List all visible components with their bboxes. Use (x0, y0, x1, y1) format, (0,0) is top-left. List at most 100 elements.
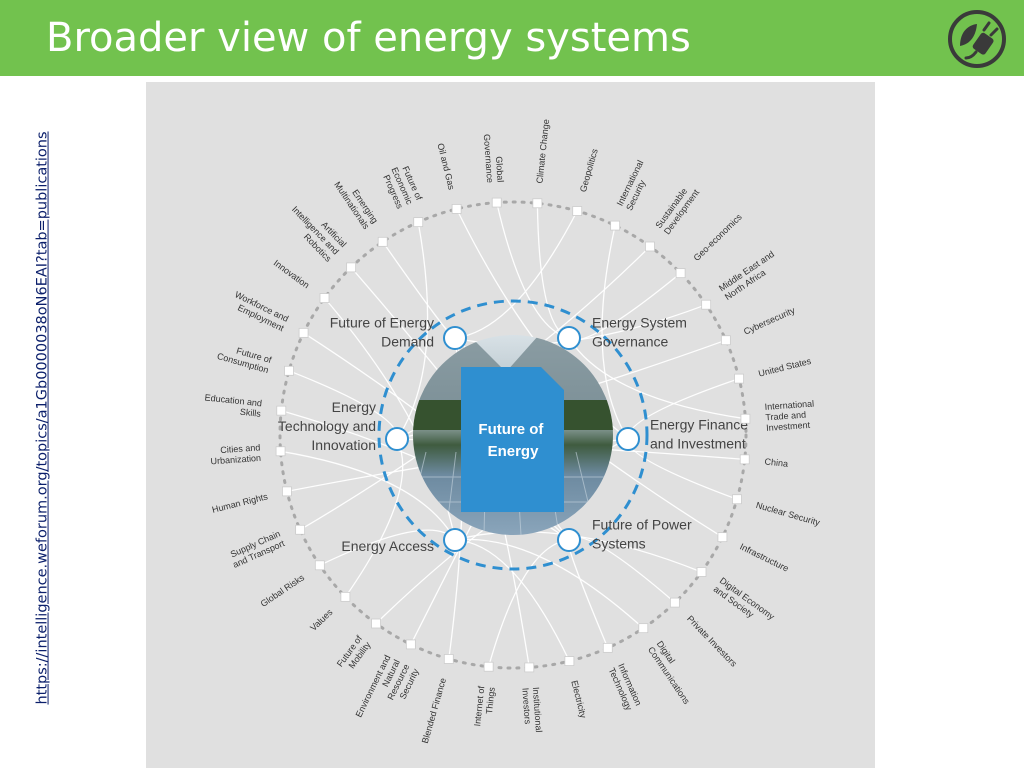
topic-node[interactable] (405, 639, 416, 650)
svg-text:Internet ofThings: Internet ofThings (472, 685, 497, 728)
plug-leaf-icon (948, 10, 1006, 68)
topic-node[interactable] (524, 662, 535, 673)
svg-text:Private Investors: Private Investors (685, 614, 739, 670)
source-link-container: https://intelligence.weforum.org/topics/… (29, 88, 57, 748)
topic-node[interactable] (275, 446, 286, 457)
topic-label: Geo-economics (692, 212, 745, 263)
connection-line (601, 225, 629, 440)
topic-node[interactable] (740, 413, 751, 424)
topic-node[interactable] (483, 661, 494, 672)
svg-text:Blended Finance: Blended Finance (420, 677, 448, 745)
topic-node[interactable] (696, 567, 707, 577)
topic-label: EmergingMultinationals (332, 174, 380, 232)
topic-label: Infrastructure (738, 541, 790, 573)
topic-node[interactable] (701, 299, 712, 310)
svg-text:Middle East andNorth Africa: Middle East andNorth Africa (717, 249, 782, 302)
connection-line (568, 337, 746, 420)
topic-node[interactable] (739, 454, 750, 465)
hub-node-demand[interactable] (443, 326, 467, 350)
topic-label: Future ofConsumption (216, 346, 273, 376)
svg-text:China: China (764, 456, 788, 468)
topic-node[interactable] (371, 618, 381, 629)
connection-line (396, 221, 429, 440)
svg-text:Electricity: Electricity (569, 679, 588, 719)
svg-text:Infrastructure: Infrastructure (738, 541, 790, 573)
hub-node-access[interactable] (443, 528, 467, 552)
topic-label: Nuclear Security (755, 500, 822, 528)
topic-node[interactable] (720, 335, 731, 346)
topic-node[interactable] (346, 262, 357, 273)
topic-node[interactable] (645, 241, 655, 252)
topic-node[interactable] (532, 198, 543, 209)
svg-text:InformationTechnology: InformationTechnology (607, 662, 644, 712)
svg-text:Human Rights: Human Rights (211, 491, 269, 515)
topic-node[interactable] (319, 293, 330, 303)
hub-node-finance[interactable] (616, 427, 640, 451)
svg-text:Future ofEconomicProgress: Future ofEconomicProgress (380, 161, 425, 210)
topic-node[interactable] (717, 532, 728, 543)
topic-label: Global Risks (259, 572, 307, 609)
topic-node[interactable] (602, 642, 613, 653)
svg-text:ArtificialIntelligence andRobo: ArtificialIntelligence andRobotics (282, 197, 348, 264)
hub-node-power[interactable] (557, 528, 581, 552)
topic-node[interactable] (610, 220, 621, 231)
svg-text:InternationalSecurity: InternationalSecurity (615, 159, 655, 213)
topic-label: InternationalSecurity (615, 159, 655, 213)
topic-node[interactable] (669, 597, 680, 608)
topic-label: Internet ofThings (472, 685, 497, 728)
topic-node[interactable] (675, 268, 686, 279)
topic-label: ArtificialIntelligence andRobotics (282, 197, 349, 264)
topic-node[interactable] (298, 327, 309, 338)
topic-label: United States (757, 356, 812, 379)
topic-node[interactable] (443, 654, 454, 664)
svg-text:Workforce andEmployment: Workforce andEmployment (229, 289, 291, 333)
source-link[interactable]: https://intelligence.weforum.org/topics/… (35, 131, 52, 705)
svg-text:Oil and Gas: Oil and Gas (435, 142, 456, 191)
topic-label: Education andSkills (203, 392, 263, 418)
svg-text:Geopolitics: Geopolitics (578, 147, 600, 193)
topic-label: Environment andNaturalResourceSecurity (354, 653, 421, 719)
svg-text:InstitutionalInvestors: InstitutionalInvestors (520, 687, 544, 734)
svg-text:Global Risks: Global Risks (259, 572, 307, 609)
topic-label: Climate Change (534, 119, 551, 184)
topic-node[interactable] (572, 206, 583, 216)
topic-node[interactable] (734, 373, 744, 384)
topic-node[interactable] (491, 197, 502, 208)
topic-label: Electricity (569, 679, 588, 719)
topic-node[interactable] (451, 204, 462, 214)
topic-node[interactable] (413, 217, 424, 228)
topic-node[interactable] (284, 365, 294, 376)
hub-node-technology[interactable] (385, 427, 409, 451)
topic-node[interactable] (377, 236, 388, 247)
topic-node[interactable] (276, 405, 287, 416)
hub-node-governance[interactable] (557, 326, 581, 350)
topic-label: Middle East andNorth Africa (717, 249, 782, 302)
svg-text:Cities andUrbanization: Cities andUrbanization (209, 442, 261, 466)
topic-node[interactable] (732, 494, 742, 505)
topic-label: Future ofMobility (335, 633, 373, 670)
header-bar: Broader view of energy systems (0, 0, 1024, 76)
connection-line (454, 210, 578, 339)
topic-node[interactable] (564, 656, 575, 666)
svg-text:GlobalGovernance: GlobalGovernance (482, 133, 506, 183)
topic-node[interactable] (282, 486, 292, 497)
topic-label: Oil and Gas (435, 142, 456, 191)
topic-node[interactable] (295, 524, 306, 535)
topic-label: Private Investors (685, 614, 739, 670)
topic-node[interactable] (340, 591, 351, 602)
topic-label: China (764, 456, 788, 468)
topic-label: Innovation (272, 258, 311, 291)
page-title: Broader view of energy systems (46, 15, 691, 61)
topic-node[interactable] (314, 560, 325, 571)
inner-ring (377, 299, 649, 571)
topic-node[interactable] (638, 623, 649, 634)
svg-text:EmergingMultinationals: EmergingMultinationals (332, 174, 380, 231)
svg-text:Education andSkills: Education andSkills (203, 392, 263, 418)
svg-text:Cybersecurity: Cybersecurity (742, 305, 797, 337)
connection-line (454, 538, 644, 629)
topic-label: InformationTechnology (607, 662, 644, 712)
